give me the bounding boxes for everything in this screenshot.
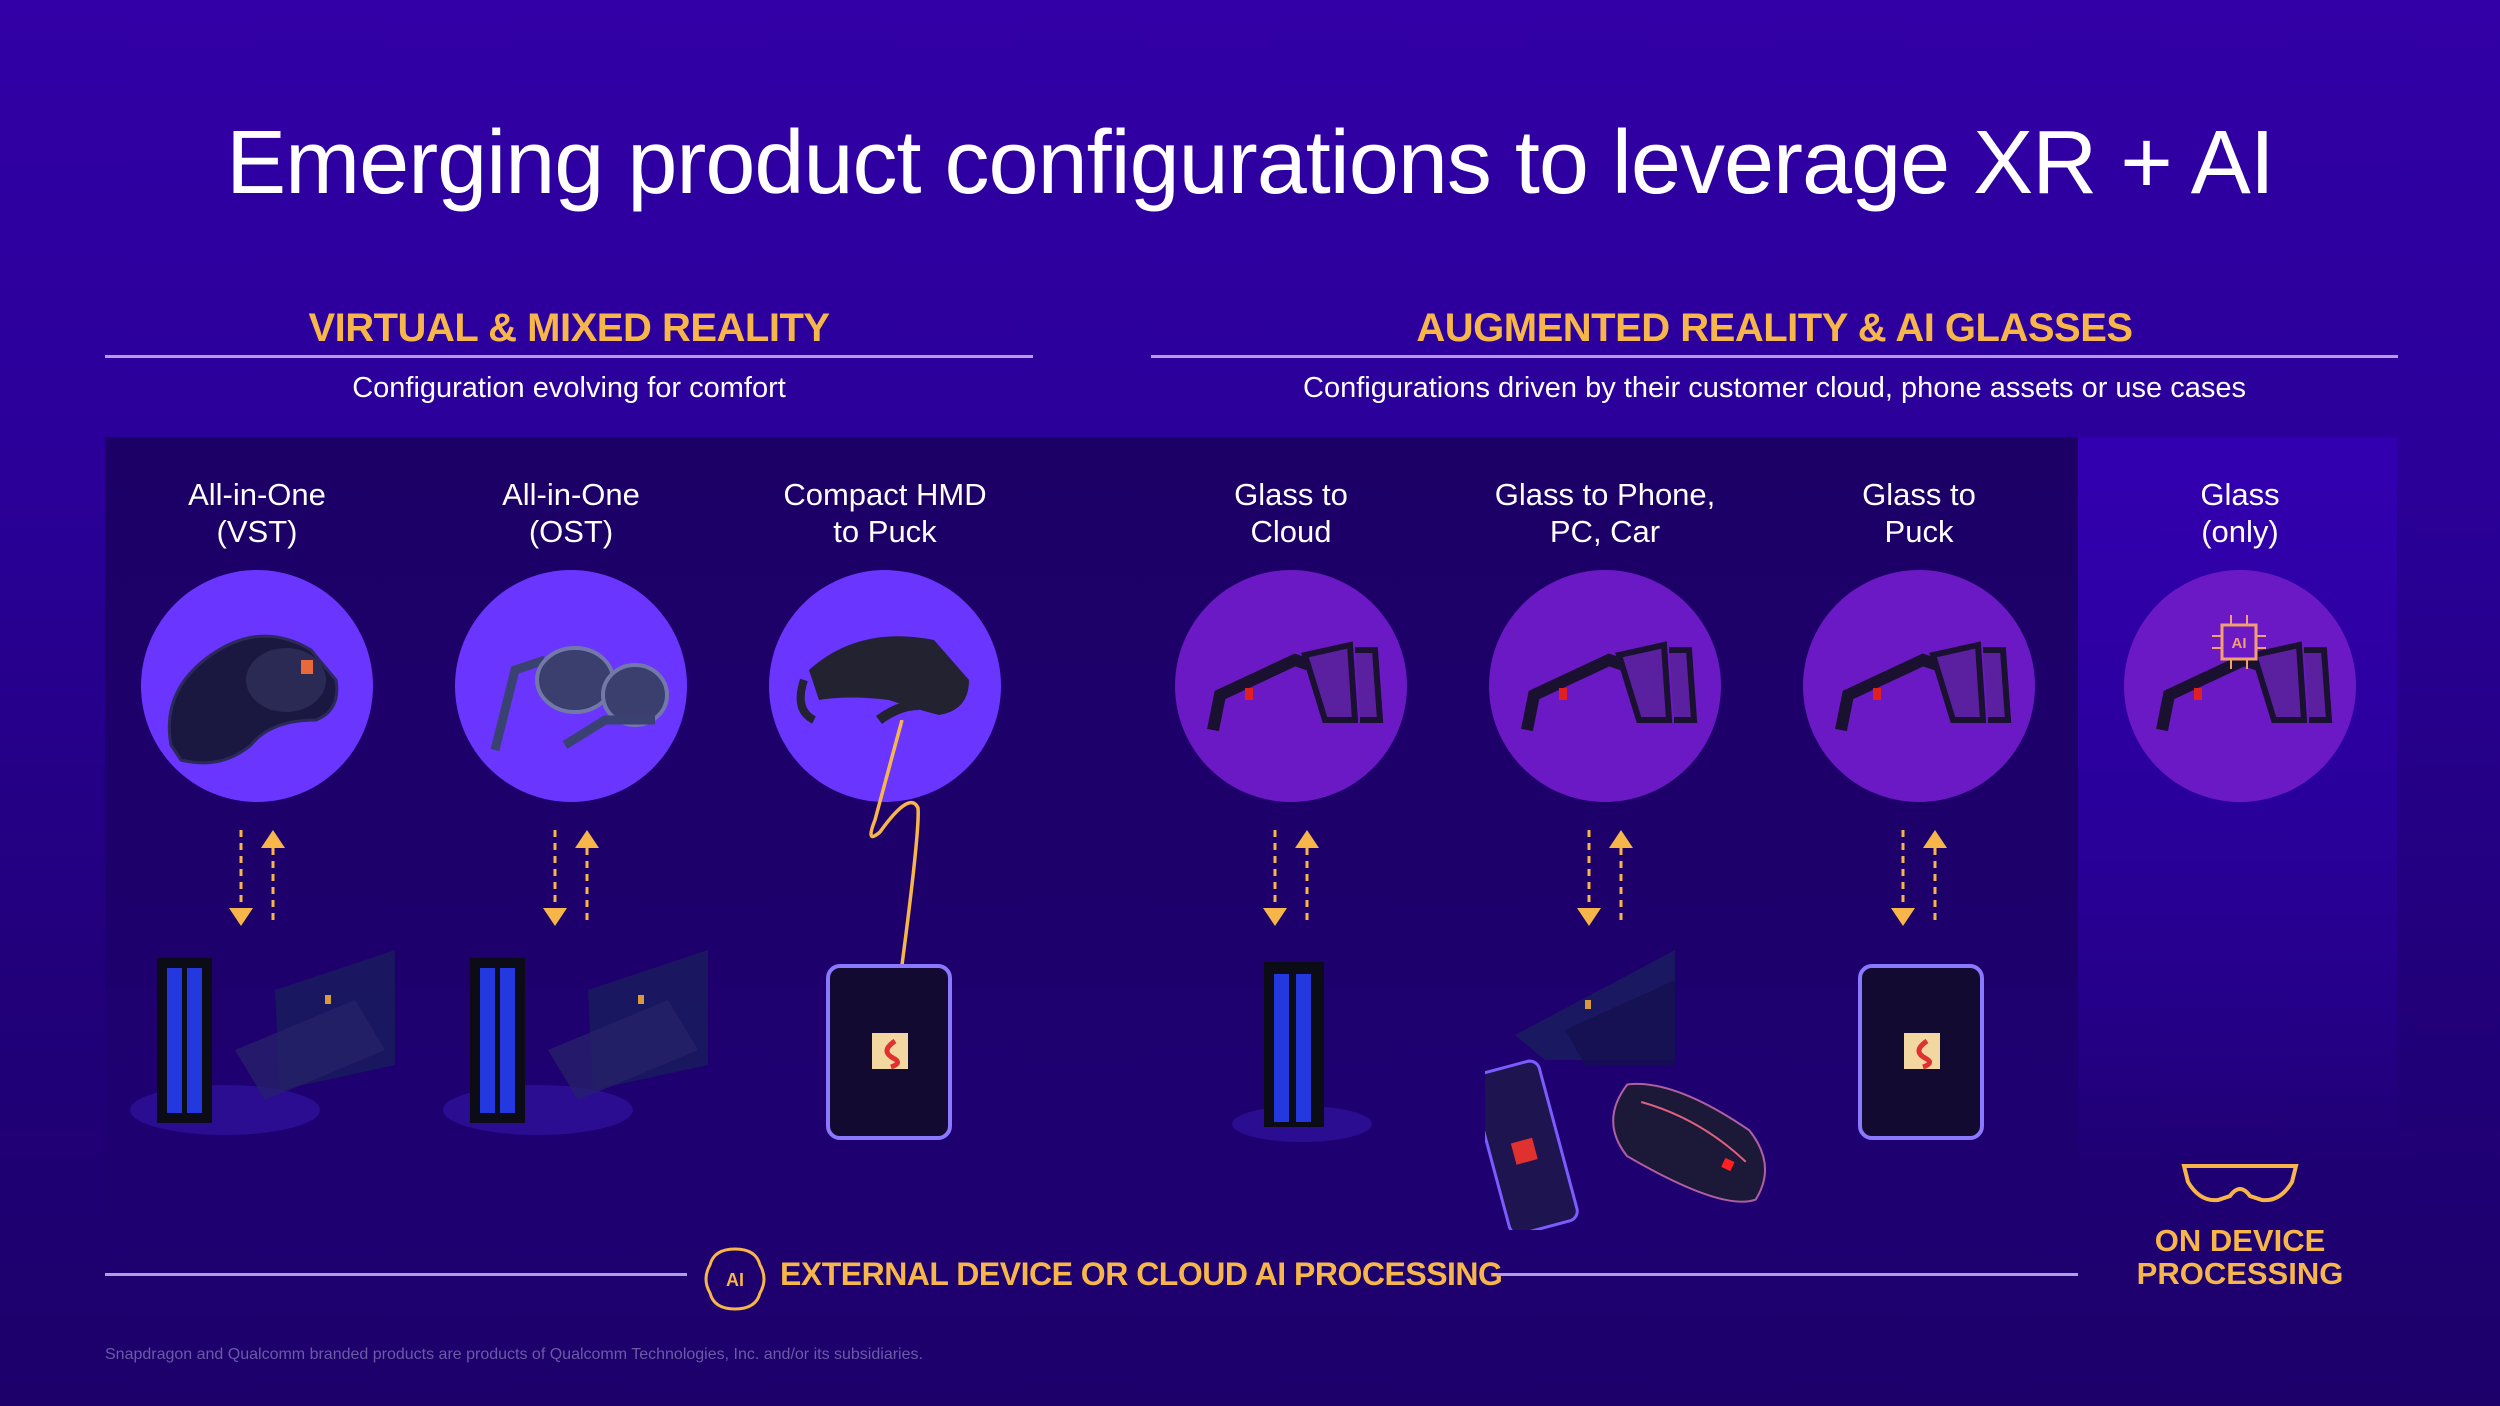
section-subheading-ar: Configurations driven by their customer … [1303, 372, 2246, 404]
svg-text:AI: AI [726, 1270, 744, 1290]
glass-puck-circle [1803, 570, 2035, 802]
glass-cloud-circle [1175, 570, 1407, 802]
compact-hmd-circle [769, 570, 1001, 802]
bidirectional-arrow-icon [1577, 830, 1633, 926]
bidirectional-arrow-icon [1891, 830, 1947, 926]
external-processing-label: EXTERNAL DEVICE OR CLOUD AI PROCESSING [780, 1256, 1503, 1292]
bottom-divider-left [105, 1273, 687, 1276]
smart-glasses-icon [1207, 641, 1384, 732]
cloud-server-icon [1232, 962, 1372, 1142]
page-title: Emerging product configurations to lever… [226, 113, 2275, 213]
column-label-glass-only: Glass(only) [2200, 477, 2280, 549]
smart-glasses-icon [1835, 641, 2012, 732]
ar-glasses-icon [490, 646, 669, 752]
bidirectional-arrow-icon [543, 830, 599, 926]
bottom-divider-right [1497, 1273, 2078, 1276]
cloud-server-pc-icon [443, 950, 708, 1135]
footnote: Snapdragon and Qualcomm branded products… [105, 1346, 923, 1363]
svg-text:AI: AI [2232, 635, 2247, 652]
cloud-server-pc-icon [130, 950, 395, 1135]
compact-hmd-icon [796, 636, 969, 725]
section-subheading-vr: Configuration evolving for comfort [352, 372, 786, 404]
smart-glasses-ai-chip-icon: AI [2156, 615, 2333, 732]
snapdragon-puck-icon [826, 964, 952, 1140]
bidirectional-arrow-icon [1263, 830, 1319, 926]
section-divider-ar [1151, 355, 2398, 358]
cable-connector-icon [869, 720, 920, 980]
ost-glasses-circle [455, 570, 687, 802]
bidirectional-arrow-icon [229, 830, 285, 926]
vst-headset-circle [141, 570, 373, 802]
smart-glasses-icon [1521, 641, 1698, 732]
column-label-vst: All-in-One(VST) [188, 477, 326, 549]
section-heading-vr: VIRTUAL & MIXED REALITY [308, 306, 830, 350]
column-label-ost: All-in-One(OST) [502, 477, 640, 549]
glass-phone-circle [1489, 570, 1721, 802]
section-heading-ar: AUGMENTED REALITY & AI GLASSES [1416, 306, 2133, 350]
glass-only-circle: AI [2124, 570, 2356, 802]
ai-brain-icon: AI [704, 1247, 766, 1311]
section-divider-vr [105, 355, 1033, 358]
vr-headset-icon [167, 634, 339, 765]
glasses-outline-icon [2181, 1164, 2299, 1203]
ai-chip-icon: AI [2212, 615, 2266, 669]
snapdragon-puck-icon [1858, 964, 1984, 1140]
column-label-glass-phone: Glass to Phone,PC, Car [1494, 477, 1716, 549]
pc-phone-car-icon [1485, 950, 1767, 1230]
